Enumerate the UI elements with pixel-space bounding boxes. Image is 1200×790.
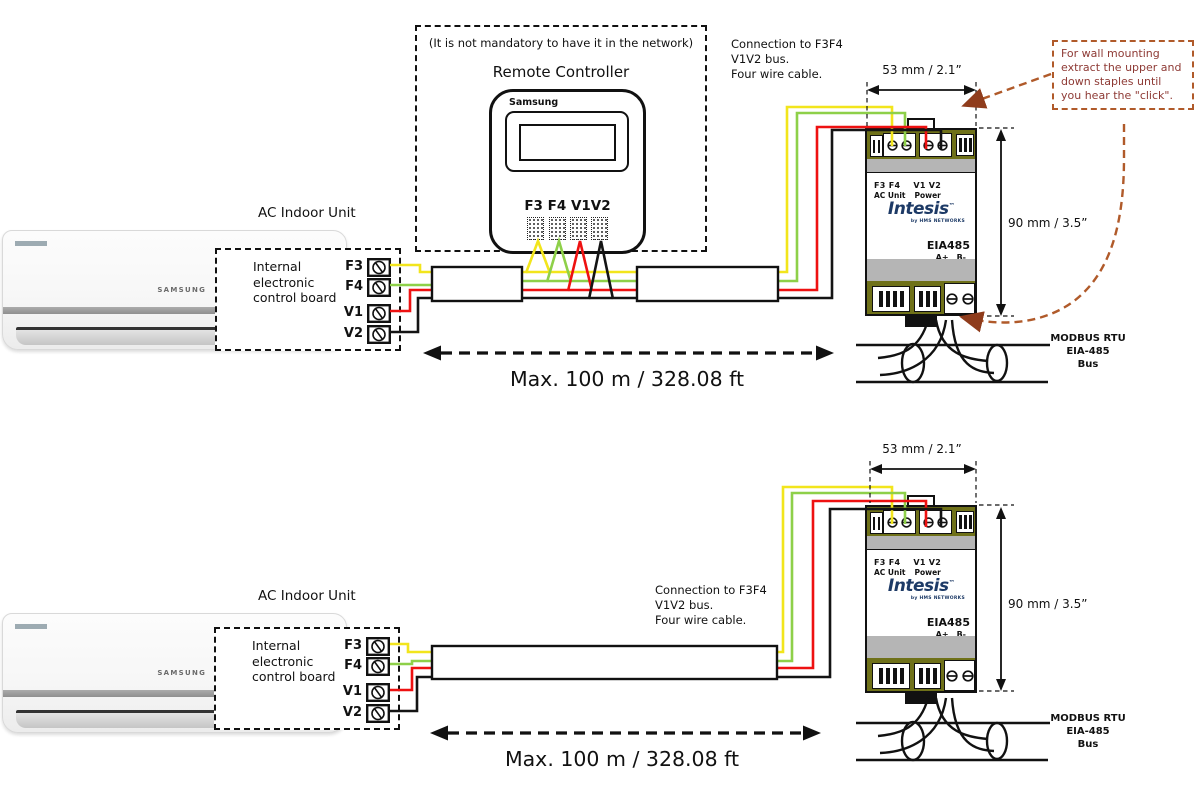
eia485-terminal-block <box>944 660 975 691</box>
terminal-label-f3: F3 <box>345 259 363 274</box>
terminal-label-f4: F4 <box>344 658 362 673</box>
bottom-connector-3 <box>914 663 941 689</box>
remote-screen <box>519 124 616 161</box>
screw-terminal-icon <box>367 278 392 298</box>
lower-mounting-staple <box>905 691 937 704</box>
terminal-label-v2: V2 <box>342 705 362 720</box>
bottom-connector-4 <box>872 286 910 312</box>
modbus-bus-drawing <box>856 697 1050 762</box>
remote-terminal-pad-f3 <box>527 217 544 240</box>
terminal-label-v1: V1 <box>343 305 363 320</box>
ac-indoor-unit-label: AC Indoor Unit <box>258 588 356 604</box>
connection-note: Connection to F3F4 V1V2 bus. Four wire c… <box>655 583 767 627</box>
max-distance-label: Max. 100 m / 328.08 ft <box>509 367 745 391</box>
screw-terminal-icon <box>367 258 392 278</box>
max-distance-label: Max. 100 m / 328.08 ft <box>504 747 740 771</box>
remote-terminal-pad-v2 <box>591 217 608 240</box>
terminal-label-f4: F4 <box>345 279 363 294</box>
internal-control-board: Internal electronic control board F3 F4 … <box>214 627 400 730</box>
eia485-port-label: EIA485 <box>926 239 970 252</box>
modbus-bus-label: MODBUS RTU EIA-485 Bus <box>1050 713 1126 750</box>
screw-terminal-icon <box>366 637 391 657</box>
gateway-band <box>867 159 975 172</box>
callout-arrows <box>958 72 1126 333</box>
screw-terminal-icon <box>366 704 391 724</box>
remote-brand: Samsung <box>509 97 559 108</box>
gateway-band <box>867 536 975 549</box>
internal-board-caption: Internal electronic control board <box>252 638 336 684</box>
intesis-logo-subtext: by HMS NETWORKS <box>910 219 965 224</box>
cable-sleeve <box>430 644 779 681</box>
ac-brand-text: SAMSUNG <box>157 669 207 678</box>
screw-terminal-icon <box>367 325 392 345</box>
terminal-label-v1: V1 <box>342 684 362 699</box>
height-dimension-label: 90 mm / 3.5” <box>1008 216 1088 230</box>
port-connector <box>956 511 974 533</box>
wall-mounting-callout: For wall mounting extract the upper and … <box>1052 40 1194 110</box>
eia485-terminal-block <box>944 283 975 314</box>
ac-inverter-badge <box>15 241 47 246</box>
max-distance-arrow <box>423 345 834 361</box>
connection-note: Connection to F3F4 V1V2 bus. Four wire c… <box>731 37 843 81</box>
gateway-band <box>867 259 975 281</box>
ac-grille <box>3 306 346 314</box>
width-dimension-label: 53 mm / 2.1” <box>882 63 962 77</box>
ac-grille <box>3 689 346 697</box>
modbus-bus-label: MODBUS RTU EIA-485 Bus <box>1050 333 1126 370</box>
height-dimension-label: 90 mm / 3.5” <box>1008 597 1088 611</box>
remote-controller-title: Remote Controller <box>492 63 630 81</box>
power-connector <box>870 135 883 157</box>
intesis-logo: Intesis™ <box>887 576 955 596</box>
upper-mounting-staple <box>907 495 935 507</box>
remote-terminal-pad-f4 <box>549 217 566 240</box>
ac-unit-terminal-block <box>883 133 916 157</box>
modbus-bus-drawing <box>856 319 1050 384</box>
cable-sleeve <box>430 265 524 303</box>
ac-inverter-badge <box>15 624 47 629</box>
remote-optional-note: (It is not mandatory to have it in the n… <box>428 36 694 50</box>
upper-mounting-staple <box>907 118 935 130</box>
remote-terminals-label: F3 F4 V1V2 <box>524 198 611 214</box>
remote-terminal-pad-v1 <box>570 217 587 240</box>
intesis-logo: Intesis™ <box>887 199 955 219</box>
max-distance-arrow <box>430 725 821 741</box>
internal-board-caption: Internal electronic control board <box>253 259 337 305</box>
bottom-connector-4 <box>872 663 910 689</box>
internal-control-board: Internal electronic control board F3 F4 … <box>215 248 401 351</box>
ac-unit-terminal-block <box>883 510 916 534</box>
port-connector <box>956 134 974 156</box>
power-terminal-block <box>919 133 952 157</box>
terminal-label-f3: F3 <box>344 638 362 653</box>
screw-terminal-icon <box>366 657 391 677</box>
lower-mounting-staple <box>905 314 937 327</box>
screw-terminal-icon <box>367 304 392 324</box>
power-connector <box>870 512 883 534</box>
gateway-band <box>867 636 975 658</box>
bottom-connector-3 <box>914 286 941 312</box>
cable-sleeve <box>635 265 780 303</box>
terminal-label-v2: V2 <box>343 326 363 341</box>
screw-terminal-icon <box>366 683 391 703</box>
power-terminal-block <box>919 510 952 534</box>
intesis-logo-subtext: by HMS NETWORKS <box>910 596 965 601</box>
remote-controller-device: Samsung F3 F4 V1V2 <box>489 89 646 254</box>
ac-brand-text: SAMSUNG <box>157 286 207 295</box>
eia485-port-label: EIA485 <box>926 616 970 629</box>
width-dimension-label: 53 mm / 2.1” <box>882 442 962 456</box>
ac-indoor-unit-label: AC Indoor Unit <box>258 205 356 221</box>
